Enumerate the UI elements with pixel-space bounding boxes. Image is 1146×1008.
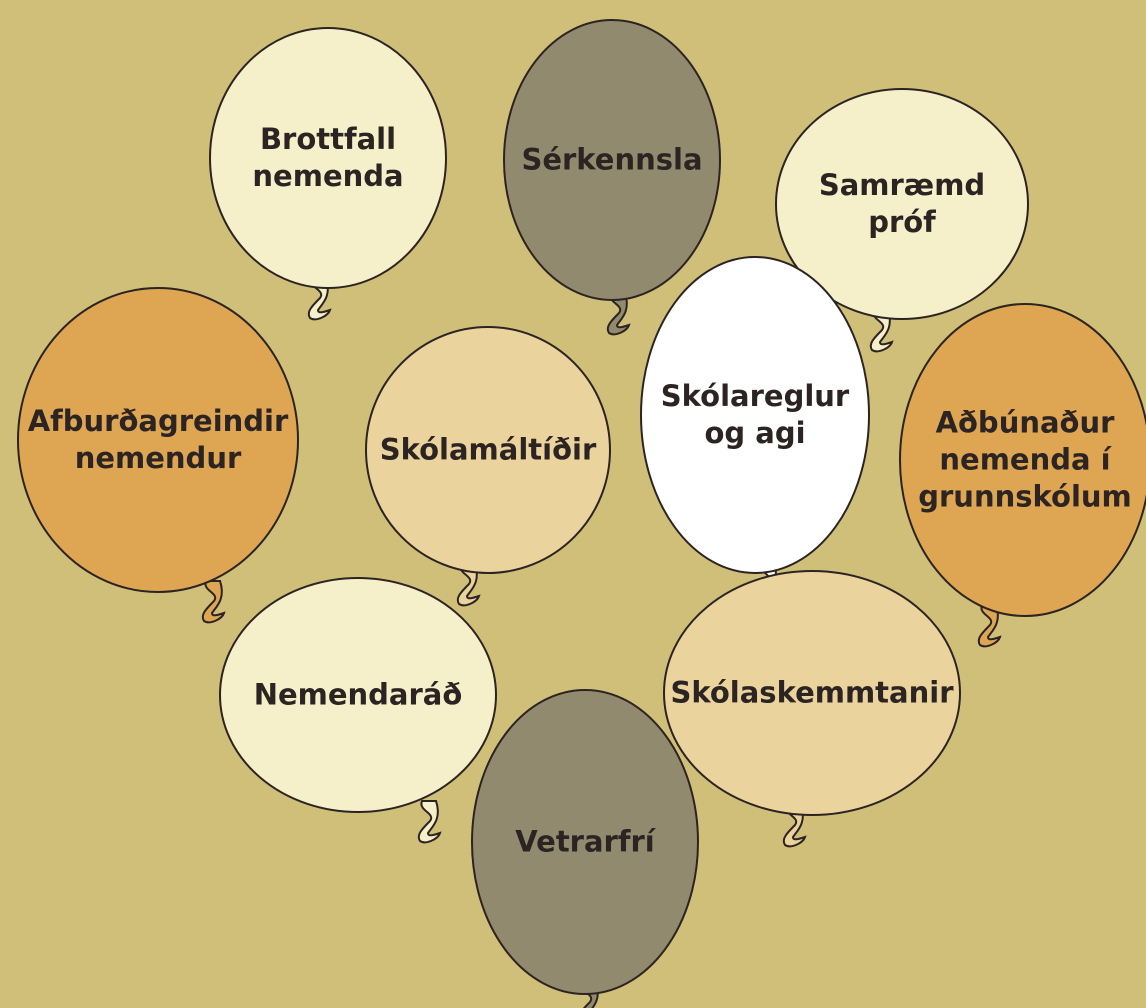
balloon-nemendarad — [219, 577, 497, 844]
balloon-brottfall — [209, 27, 447, 321]
balloon-afburdagreindir — [17, 287, 299, 624]
balloon-label-line: próf — [868, 205, 936, 239]
balloon-label-skolaskemmtanir: Skólaskemmtanir — [670, 675, 953, 712]
balloon-label-line: Skólamáltíðir — [379, 432, 597, 467]
balloon-skolamaltidir — [365, 326, 611, 607]
balloon-label-nemendarad: Nemendaráð — [254, 677, 463, 714]
balloon-label-line: nemenda — [252, 159, 404, 193]
balloon-body — [899, 303, 1146, 617]
balloon-label-serkennsla: Sérkennsla — [521, 142, 702, 179]
balloon-label-vetrarfri: Vetrarfrí — [515, 824, 654, 861]
balloon-label-line: Nemendaráð — [253, 677, 463, 712]
balloon-knot — [977, 604, 1002, 648]
balloon-label-skolamaltidir: Skólamáltíðir — [380, 432, 597, 469]
balloon-body — [503, 19, 721, 301]
balloon-label-line: nemenda í — [939, 442, 1111, 477]
balloon-label-line: Skólaskemmtanir — [670, 675, 954, 710]
balloon-label-line: grunnskólum — [918, 479, 1132, 514]
balloon-body — [219, 577, 497, 813]
balloon-label-line: Vetrarfrí — [515, 824, 655, 859]
balloon-label-line: Sérkennsla — [521, 142, 703, 177]
balloon-body — [209, 27, 447, 289]
balloon-label-line: Skólareglur — [660, 379, 850, 413]
balloon-samraemd — [775, 88, 1029, 353]
balloon-skolaskemmtanir — [663, 570, 961, 848]
balloon-adbunadur — [899, 303, 1146, 648]
balloon-serkennsla — [503, 19, 721, 336]
balloon-body — [775, 88, 1029, 320]
balloon-body — [17, 287, 299, 593]
balloon-body — [640, 256, 870, 574]
balloon-label-line: Brottfall — [259, 122, 397, 156]
balloon-label-line: og agi — [704, 416, 806, 450]
balloon-label-line: Samræmd — [818, 168, 986, 202]
balloon-knot — [456, 563, 481, 607]
balloon-knot — [417, 800, 442, 844]
balloon-vetrarfri — [471, 689, 699, 1008]
balloon-body — [471, 689, 699, 995]
balloon-body — [365, 326, 611, 574]
balloon-label-line: nemendur — [74, 441, 242, 475]
balloon-label-line: Aðbúnaður — [935, 405, 1115, 440]
balloon-knot — [869, 309, 894, 353]
balloon-label-line: Afburðagreindir — [27, 404, 289, 438]
balloon-knot — [606, 292, 631, 336]
balloon-body — [663, 570, 961, 816]
balloon-knot — [201, 580, 226, 624]
